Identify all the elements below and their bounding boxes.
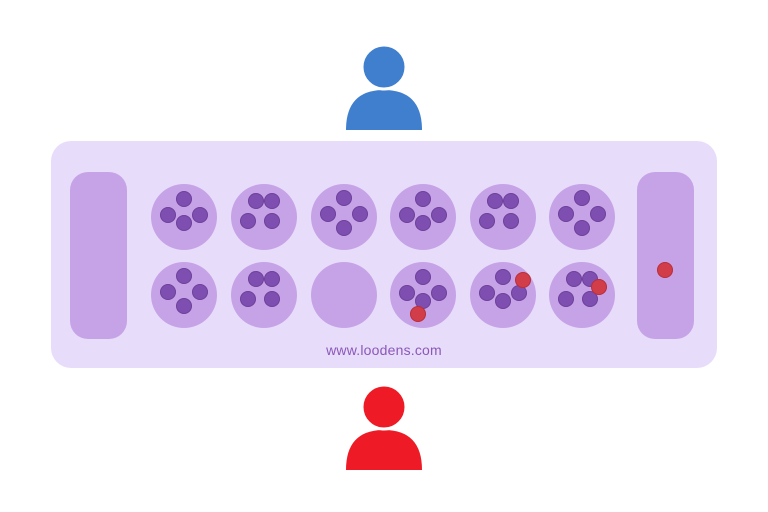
seed-purple: [431, 285, 447, 301]
bottom-pit-6[interactable]: [549, 262, 615, 328]
seed-purple: [320, 206, 336, 222]
top-pit-4[interactable]: [390, 184, 456, 250]
seed-purple: [248, 193, 264, 209]
mancala-board: www.loodens.com: [51, 141, 717, 368]
seed-purple: [264, 271, 280, 287]
seed-purple: [479, 213, 495, 229]
seed-purple: [574, 190, 590, 206]
seed-purple: [503, 193, 519, 209]
seed-purple: [415, 191, 431, 207]
top-pit-6[interactable]: [549, 184, 615, 250]
seed-purple: [399, 207, 415, 223]
seed-red: [515, 272, 531, 288]
seed-purple: [558, 206, 574, 222]
seed-purple: [431, 207, 447, 223]
top-player-avatar: [344, 40, 424, 130]
seed-purple: [566, 271, 582, 287]
seed-purple: [503, 213, 519, 229]
seed-purple: [264, 193, 280, 209]
seed-purple: [479, 285, 495, 301]
bottom-pit-1[interactable]: [151, 262, 217, 328]
seed-purple: [558, 291, 574, 307]
seed-purple: [160, 207, 176, 223]
seed-purple: [176, 268, 192, 284]
seed-purple: [495, 269, 511, 285]
bottom-player-avatar: [344, 380, 424, 470]
bottom-pit-3[interactable]: [311, 262, 377, 328]
watermark-text: www.loodens.com: [326, 342, 442, 358]
seed-red: [591, 279, 607, 295]
seed-purple: [399, 285, 415, 301]
seed-purple: [415, 269, 431, 285]
seed-purple: [582, 291, 598, 307]
top-pit-5[interactable]: [470, 184, 536, 250]
seed-purple: [192, 207, 208, 223]
seed-purple: [240, 291, 256, 307]
user-icon: [346, 383, 422, 470]
left-store: [70, 172, 127, 339]
seed-purple: [336, 220, 352, 236]
top-pit-1[interactable]: [151, 184, 217, 250]
seed-purple: [248, 271, 264, 287]
bottom-pit-4[interactable]: [390, 262, 456, 328]
seed-purple: [352, 206, 368, 222]
seed-purple: [176, 298, 192, 314]
seed-purple: [176, 191, 192, 207]
bottom-pit-5[interactable]: [470, 262, 536, 328]
seed-purple: [264, 213, 280, 229]
seed-purple: [487, 193, 503, 209]
seed-purple: [511, 285, 527, 301]
top-pit-3[interactable]: [311, 184, 377, 250]
seed-purple: [192, 284, 208, 300]
seed-purple: [574, 220, 590, 236]
top-pit-2[interactable]: [231, 184, 297, 250]
seed-purple: [590, 206, 606, 222]
seed-purple: [176, 215, 192, 231]
seed-purple: [240, 213, 256, 229]
seed-purple: [160, 284, 176, 300]
bottom-pit-2[interactable]: [231, 262, 297, 328]
seed-purple: [264, 291, 280, 307]
seed-purple: [415, 293, 431, 309]
seed-red: [657, 262, 673, 278]
seed-purple: [415, 215, 431, 231]
seed-purple: [495, 293, 511, 309]
user-icon: [346, 42, 422, 130]
seed-red: [410, 306, 426, 322]
right-store: [637, 172, 694, 339]
seed-purple: [336, 190, 352, 206]
